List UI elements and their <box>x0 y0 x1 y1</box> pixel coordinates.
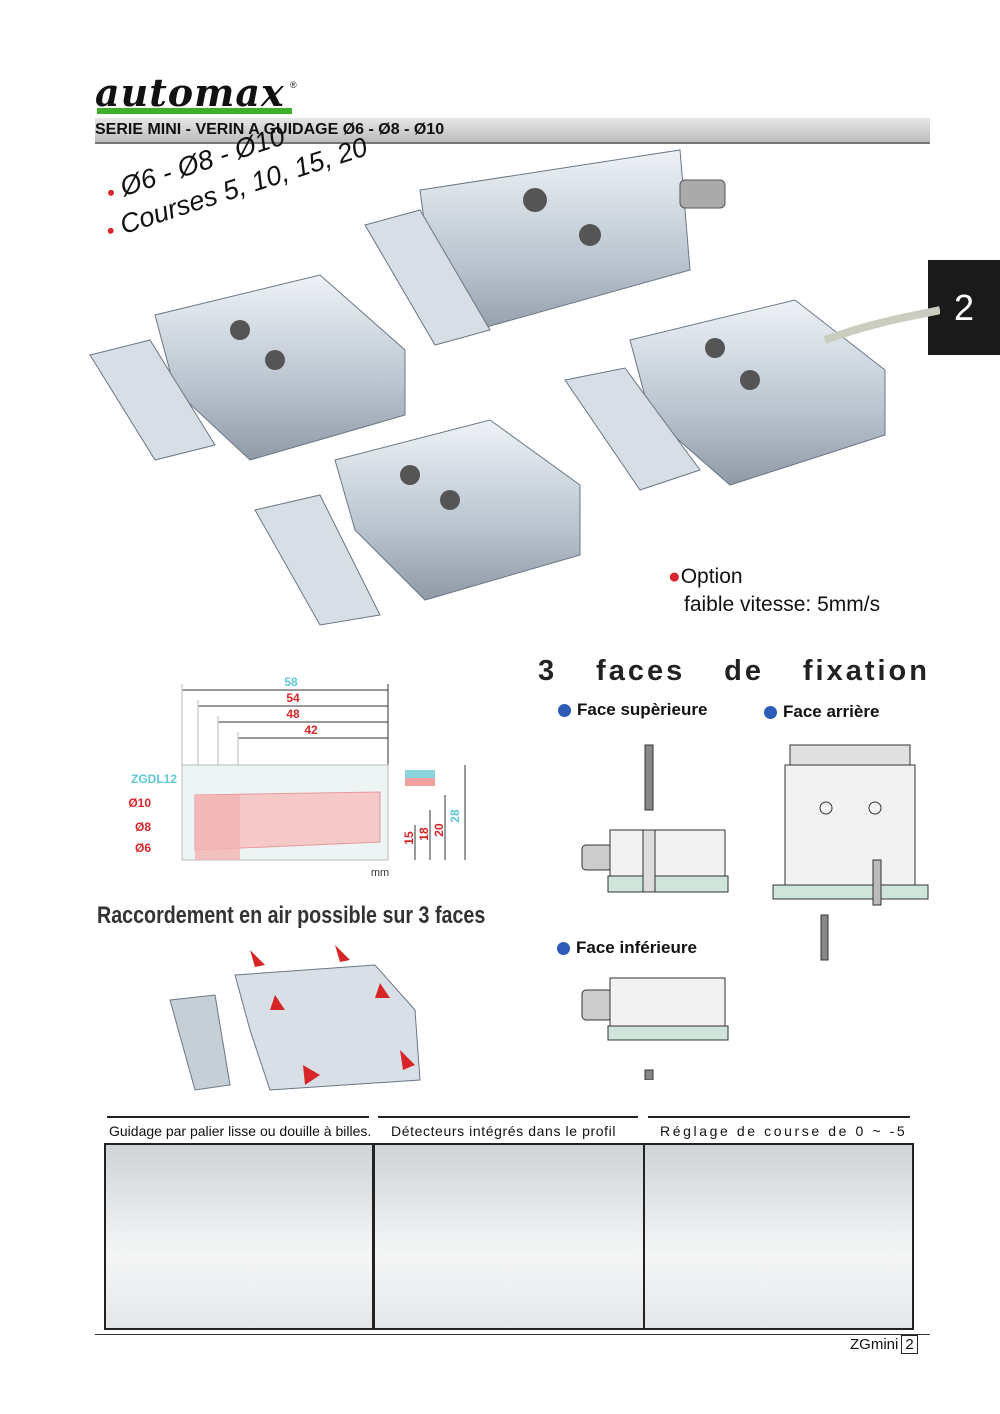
title-bar <box>95 118 930 144</box>
fixation-title-word: faces <box>596 655 686 687</box>
photo-guidage <box>104 1143 374 1330</box>
unit-label: mm <box>371 867 389 879</box>
profile-dimension-drawing: 58 54 48 42 ZGDL12 Ø10 Ø8 Ø6 15 18 20 28… <box>128 675 466 879</box>
height-label-28: 28 <box>448 809 462 823</box>
caption-reglage: Réglage de course de 0 ~ -5 <box>660 1123 908 1139</box>
registered-mark: ® <box>290 80 297 90</box>
height-label-18: 18 <box>417 827 431 841</box>
photo-detecteurs <box>373 1143 645 1330</box>
face-top-text: Face supèrieure <box>577 700 708 719</box>
option-title: Option <box>680 565 743 588</box>
option-detail: faible vitesse: 5mm/s <box>684 593 881 616</box>
face-rear-label: Face arrière <box>764 702 879 722</box>
model-label-d10: Ø10 <box>128 796 151 810</box>
photo-reglage <box>643 1143 914 1330</box>
model-label-d6: Ø6 <box>135 841 151 855</box>
fixation-title-word: fixation <box>802 655 930 687</box>
page-title: SERIE MINI - VERIN A GUIDAGE Ø6 - Ø8 - Ø… <box>95 121 445 138</box>
chapter-tab: 2 <box>928 260 1000 355</box>
height-label-15: 15 <box>402 831 416 845</box>
chapter-number: 2 <box>953 286 975 328</box>
brand-underline <box>97 108 292 114</box>
fixation-title-word: de <box>724 655 764 687</box>
arrow-icons <box>250 945 415 1085</box>
fixation-title: 3 faces de fixation <box>538 655 930 688</box>
model-label-zgdl12: ZGDL12 <box>131 772 177 786</box>
footer-label: ZGmini <box>850 1336 899 1353</box>
width-label-48: 48 <box>286 707 300 721</box>
width-label-42: 42 <box>304 723 318 737</box>
width-label-58: 58 <box>284 675 298 689</box>
product-photos <box>89 149 940 626</box>
cylinder-image-3 <box>564 299 940 491</box>
cylinder-image-4 <box>254 419 581 626</box>
footer-rule <box>95 1334 930 1335</box>
face-rear-text: Face arrière <box>783 702 880 721</box>
caption-divider <box>648 1116 910 1118</box>
bullet-icon <box>558 703 571 717</box>
caption-divider <box>378 1116 638 1118</box>
width-label-54: 54 <box>286 691 300 705</box>
top-mount-diagram <box>581 744 729 893</box>
air-connection-heading: Raccordement en air possible sur 3 faces <box>97 902 486 929</box>
bottom-mount-diagram <box>581 977 729 1080</box>
bullet-icon <box>557 941 570 955</box>
face-bottom-label: Face inférieure <box>557 938 697 958</box>
face-top-label: Face supèrieure <box>558 700 707 720</box>
page-number: 2 <box>901 1335 918 1354</box>
height-label-20: 20 <box>432 823 446 837</box>
model-label-d8: Ø8 <box>135 820 151 834</box>
option-note: ●Option faible vitesse: 5mm/s <box>668 563 880 619</box>
cylinder-image-1 <box>364 149 726 346</box>
cylinder-image-2 <box>89 274 406 461</box>
fixation-title-word: 3 <box>538 655 558 687</box>
rear-mount-diagram <box>772 744 929 961</box>
caption-detecteurs: Détecteurs intégrés dans le profil <box>391 1123 617 1139</box>
caption-guidage: Guidage par palier lisse ou douille à bi… <box>109 1123 372 1139</box>
fixation-diagrams <box>581 744 929 1080</box>
face-bottom-text: Face inférieure <box>576 938 697 957</box>
brand-logo: automax <box>95 70 285 115</box>
air-connection-image <box>169 945 421 1091</box>
caption-divider <box>107 1116 369 1118</box>
bullet-icon <box>764 705 777 719</box>
